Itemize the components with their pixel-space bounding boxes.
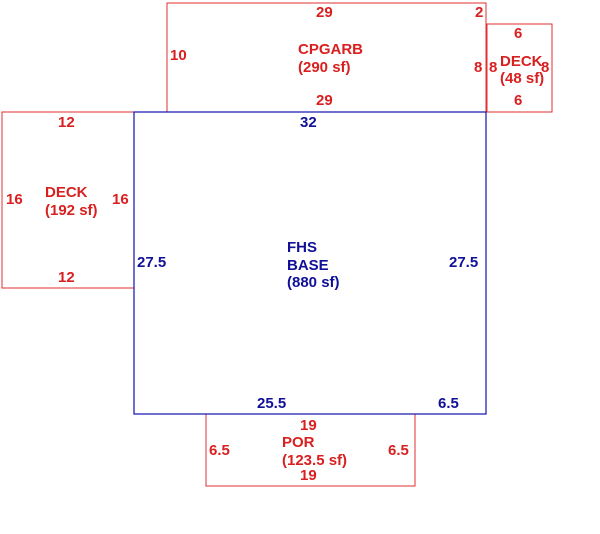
deck-large-dim-right: 16 [112,191,129,208]
deck-large-area-sf: (192 sf) [45,202,98,219]
porch-dim-bottom: 19 [300,467,317,484]
carport-dim-top-right: 2 [475,4,483,21]
carport-area-sf: (290 sf) [298,59,351,76]
deck-small-outline [486,23,553,113]
porch-dim-right: 6.5 [388,442,409,459]
base-dim-bottom-right: 6.5 [438,395,459,412]
deck-small-dim-left: 8 [489,59,497,76]
deck-small-dim-right: 8 [541,59,549,76]
base-label-line2: BASE [287,257,329,274]
base-dim-bottom-left: 25.5 [257,395,286,412]
porch-dim-top: 19 [300,417,317,434]
deck-small-area-sf: (48 sf) [500,70,544,87]
carport-label: CPGARB [298,41,363,58]
porch-area-sf: (123.5 sf) [282,452,347,469]
porch-dim-left: 6.5 [209,442,230,459]
base-label-line1: FHS [287,239,317,256]
carport-dim-top: 29 [316,4,333,21]
base-dim-left: 27.5 [137,254,166,271]
carport-dim-left: 10 [170,47,187,64]
base-outline [133,111,487,415]
deck-large-dim-left: 16 [6,191,23,208]
deck-large-dim-top: 12 [58,114,75,131]
deck-large-dim-bottom: 12 [58,269,75,286]
base-dim-right: 27.5 [449,254,478,271]
carport-area: 29 2 10 8 CPGARB (290 sf) 29 [166,2,487,113]
deck-large-label: DECK [45,184,88,201]
base-area-sf: (880 sf) [287,274,340,291]
deck-small-area: 6 8 8 DECK (48 sf) 6 [486,23,553,113]
carport-dim-right: 8 [474,59,482,76]
porch-label: POR [282,434,315,451]
deck-small-label: DECK [500,53,543,70]
deck-large-area: 12 16 16 DECK (192 sf) 12 [1,111,135,289]
base-dim-top: 32 [300,114,317,131]
deck-small-dim-top: 6 [514,25,522,42]
base-area: 32 27.5 27.5 FHS BASE (880 sf) 25.5 6.5 [133,111,487,415]
porch-area: 19 6.5 6.5 POR (123.5 sf) 19 [205,413,416,487]
carport-dim-bottom: 29 [316,92,333,109]
deck-small-dim-bottom: 6 [514,92,522,109]
